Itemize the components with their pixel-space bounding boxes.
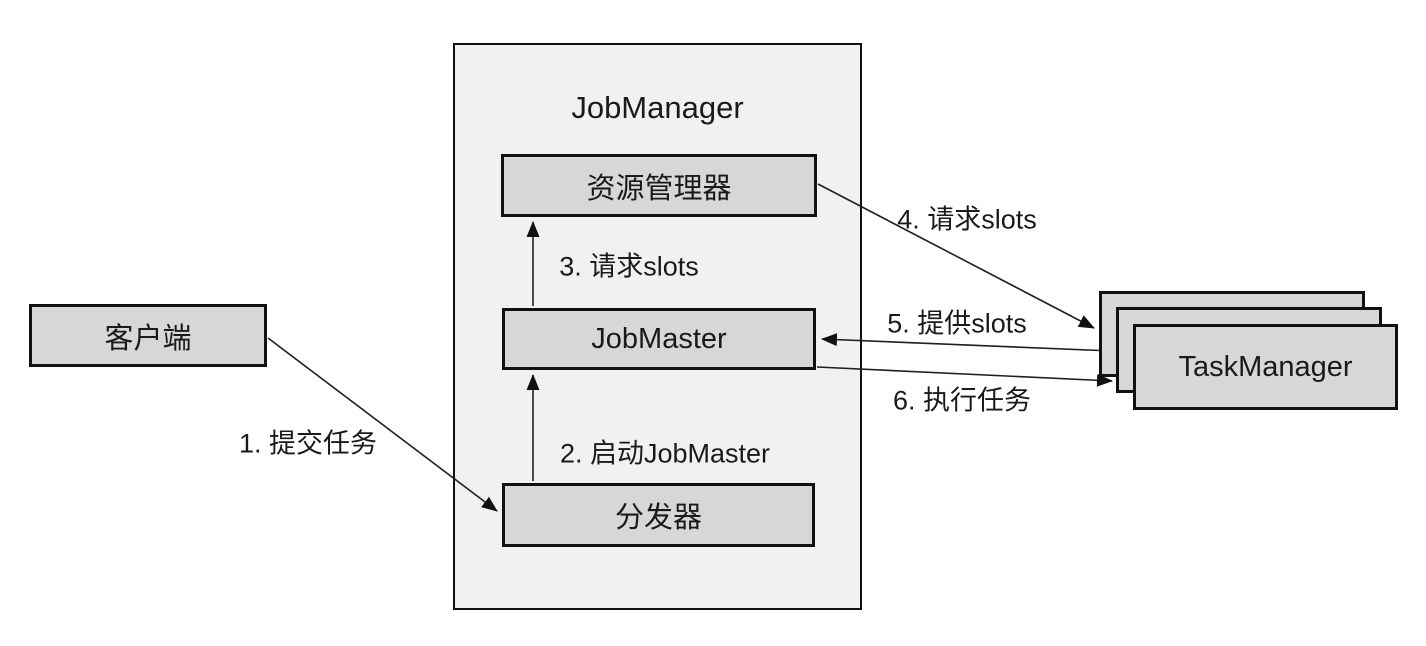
edge-4-label: 4. 请求slots	[897, 204, 1037, 235]
edge-2-label: 2. 启动JobMaster	[559, 438, 771, 469]
node-task-manager: TaskManager	[1133, 324, 1398, 410]
jobmanager-title: JobManager	[571, 90, 744, 125]
edge-6-label: 6. 执行任务	[892, 385, 1032, 416]
node-dispatcher: 分发器	[502, 483, 815, 547]
node-job-master: JobMaster	[502, 308, 816, 370]
edge-1-label: 1. 提交任务	[238, 428, 378, 459]
edge-5-label: 5. 提供slots	[887, 308, 1027, 339]
node-resource-manager: 资源管理器	[501, 154, 817, 217]
edge-5-offer-slots-arrow	[821, 333, 1113, 352]
edge-3-label: 3. 请求slots	[559, 251, 699, 282]
node-client: 客户端	[29, 304, 267, 367]
